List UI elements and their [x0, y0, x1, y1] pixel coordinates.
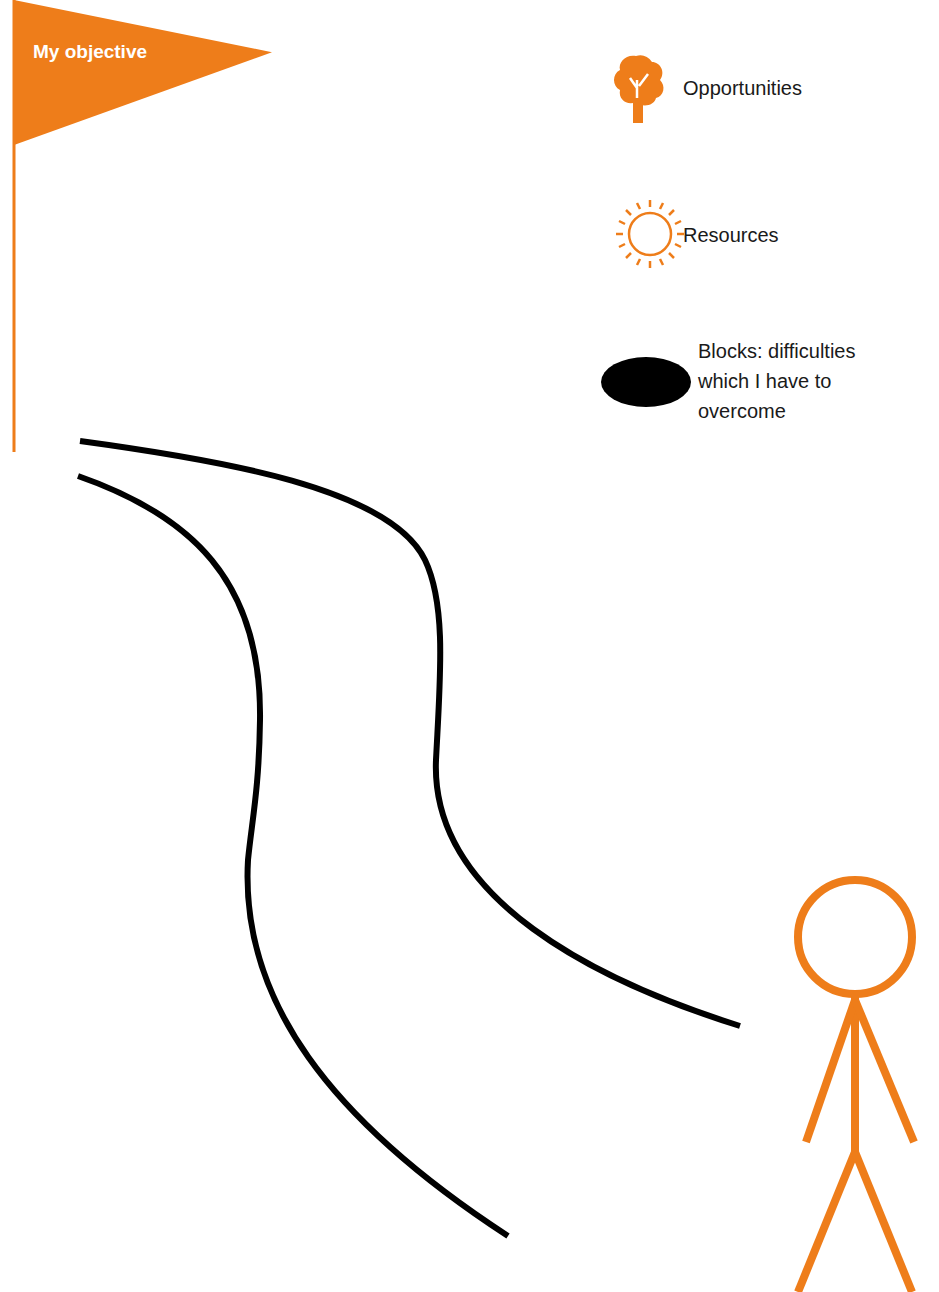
legend-entry: Opportunities: [683, 73, 903, 103]
objective-flag: My objective: [14, 0, 272, 145]
flag-shape: [14, 0, 272, 145]
legend-entry: Resources: [683, 220, 903, 250]
objective-label: My objective: [33, 41, 272, 63]
legend-entry: Blocks: difficulties which I have to ove…: [698, 336, 870, 426]
road-edge: [78, 476, 508, 1236]
tree-icon: [614, 55, 663, 122]
stick-figure: [798, 880, 914, 1292]
sun-icon: [616, 200, 684, 268]
legend-label: Blocks: difficulties which I have to ove…: [698, 340, 855, 422]
legend-label: Opportunities: [683, 77, 802, 99]
legend-label: Resources: [683, 224, 779, 246]
block-icon: [601, 357, 691, 407]
